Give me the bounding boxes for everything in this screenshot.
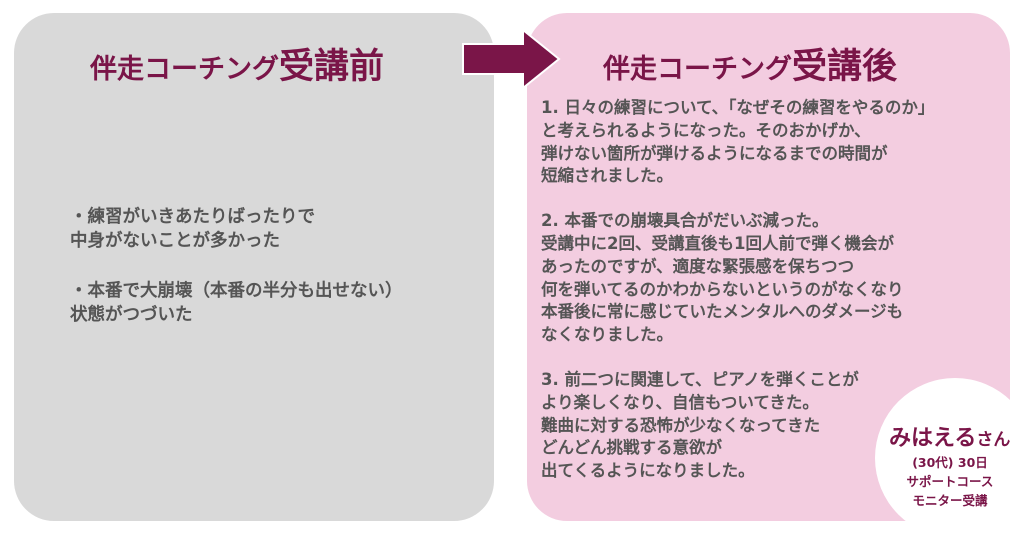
right-arrow-icon (462, 30, 561, 88)
person-enrollment: モニター受講 (912, 493, 988, 508)
before-title-main: 受講前 (279, 47, 385, 87)
after-list: 1. 日々の練習について、「なぜその練習をやるのか」 と考えられるようになった。… (541, 97, 1011, 505)
before-item: ・練習がいきあたりばったりで 中身がないことが多かった (70, 205, 490, 253)
before-item-line: 状態がつづいた (70, 305, 193, 325)
before-title-prefix: 伴走コーチング (90, 54, 279, 85)
person-info: (30代) 30日 サポートコース モニター受講 (888, 453, 1012, 510)
after-item-line: 受講中に2回、受講直後も1回人前で弾く機会が (541, 233, 894, 253)
before-item: ・本番で大崩壊（本番の半分も出せない） 状態がつづいた (70, 279, 490, 327)
before-item-line: 中身がないことが多かった (70, 231, 280, 251)
after-item-line: と考えられるようになった。そのおかげか、 (541, 120, 871, 140)
person-badge (875, 378, 1024, 538)
after-item-line: 何を弾いてるのかわからないというのがなくなり (541, 279, 904, 299)
before-item-line: ・練習がいきあたりばったりで (70, 207, 315, 227)
person-name-main: みはえる (889, 426, 977, 451)
after-item: 3. 前二つに関連して、ピアノを弾くことが より楽しくなり、自信もついてきた。 … (541, 369, 1011, 483)
after-item: 1. 日々の練習について、「なぜその練習をやるのか」 と考えられるようになった。… (541, 97, 1011, 188)
after-item-line: 1. 日々の練習について、「なぜその練習をやるのか」 (541, 98, 935, 117)
before-list: ・練習がいきあたりばったりで 中身がないことが多かった ・本番で大崩壊（本番の半… (70, 205, 490, 353)
before-title: 伴走コーチング受講前 (90, 38, 384, 89)
after-item-line: 弾けない箇所が弾けるようになるまでの時間が (541, 143, 888, 163)
after-item-line: 難曲に対する恐怖が少なくなってきた (541, 415, 821, 435)
after-item-line: 2. 本番での崩壊具合がだいぶ減った。 (541, 211, 829, 231)
after-item-line: 本番後に常に感じていたメンタルへのダメージも (541, 302, 904, 322)
person-course: サポートコース (906, 474, 994, 489)
after-item-line: どんどん挑戦する意欲が (541, 438, 723, 458)
after-item-line: より楽しくなり、自信もついてきた。 (541, 392, 819, 412)
after-item-line: 3. 前二つに関連して、ピアノを弾くことが (541, 369, 859, 389)
after-item-line: 短縮されました。 (541, 166, 673, 186)
after-item: 2. 本番での崩壊具合がだいぶ減った。 受講中に2回、受講直後も1回人前で弾く機… (541, 210, 1011, 347)
before-item-line: ・本番で大崩壊（本番の半分も出せない） (70, 281, 403, 301)
after-item-line: 出てくるようになりました。 (541, 461, 755, 481)
person-name-suffix: さん (976, 430, 1011, 450)
after-item-line: あったのですが、適度な緊張感を保ちつつ (541, 256, 855, 276)
after-title-prefix: 伴走コーチング (603, 54, 792, 85)
before-panel (14, 13, 494, 521)
person-name: みはえるさん (889, 420, 1010, 452)
person-age-duration: (30代) 30日 (912, 455, 988, 470)
after-title: 伴走コーチング受講後 (603, 38, 897, 89)
after-title-main: 受講後 (792, 47, 898, 87)
after-item-line: なくなりました。 (541, 325, 673, 345)
